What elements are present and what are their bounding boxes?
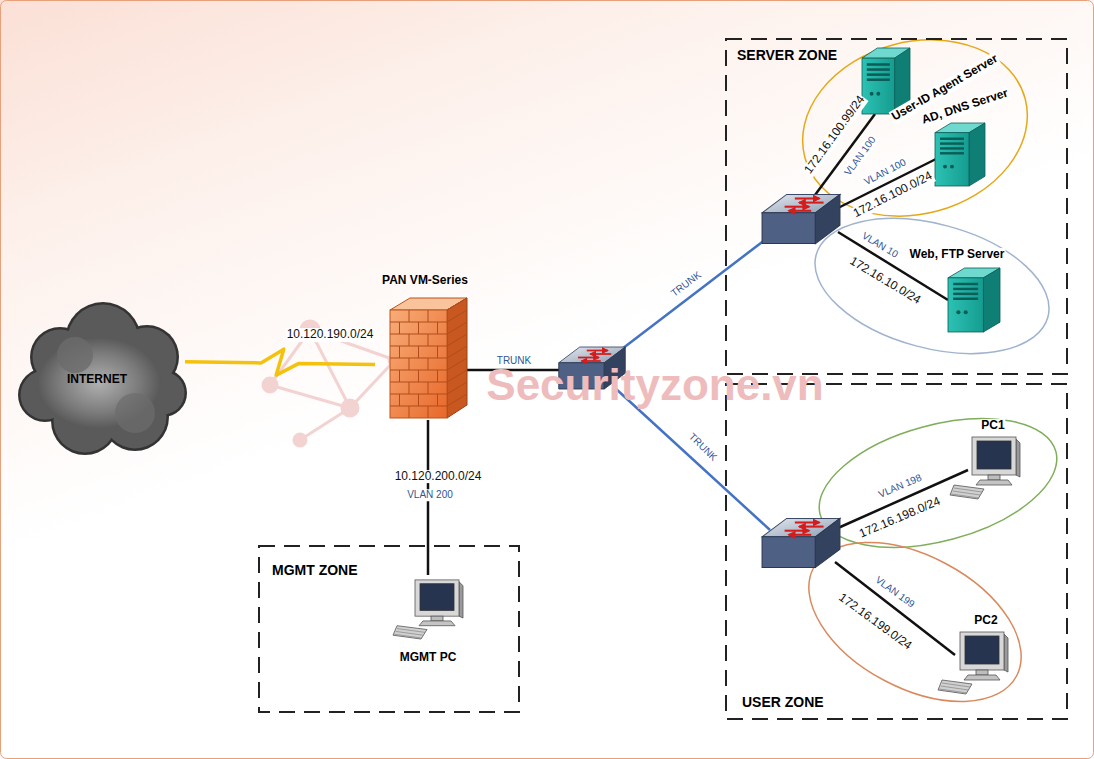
mgmt-link	[427, 420, 430, 575]
node-label: PC1	[980, 419, 1005, 433]
vlan-label: TRUNK	[686, 430, 720, 464]
zone-title: SERVER ZONE	[737, 47, 837, 63]
subnet-label: 172.16.10.0/24	[846, 254, 923, 308]
edge-label: 10.120.190.0/24	[286, 328, 375, 342]
vlan-label: VLAN 100	[841, 133, 878, 178]
pc-node: MGMT PC	[385, 575, 470, 668]
pc-icon	[938, 630, 1008, 695]
vlan-label: VLAN 100	[861, 156, 909, 188]
node-label: Web, FTP Server	[909, 248, 1006, 262]
watermark: Securityzone.vn	[486, 360, 823, 411]
vlan-label: TRUNK	[668, 268, 704, 299]
node-label: AD, DNS Server	[919, 86, 1011, 128]
srv-icon	[948, 268, 1000, 332]
zone-title: MGMT ZONE	[272, 562, 358, 578]
node-label: INTERNET	[67, 373, 127, 387]
pc-icon	[950, 435, 1020, 500]
node-label: MGMT PC	[399, 651, 458, 665]
srv-icon	[862, 48, 910, 114]
node-label: PC2	[973, 614, 998, 628]
firewall-node: PAN VM-Series	[375, 270, 475, 420]
trunk-links	[467, 236, 770, 530]
vlan-label: VLAN 10	[859, 229, 901, 261]
core-switch	[559, 347, 626, 389]
pc-node: PC2	[935, 610, 1012, 698]
cloud-icon	[15, 295, 185, 462]
server-switch	[762, 194, 840, 243]
srv-icon	[935, 123, 985, 186]
pc-node: PC1	[945, 415, 1025, 503]
subnet-label: 172.16.198.0/24	[856, 494, 943, 541]
zone-ellipses	[782, 15, 1070, 734]
subnet-label: 172.16.100.99/24	[801, 92, 868, 177]
user-switch	[762, 518, 840, 567]
server-node: User-ID Agent Server	[858, 42, 1010, 137]
node-label: PAN VM-Series	[382, 274, 468, 288]
wan-link	[185, 349, 375, 375]
server-node: Web, FTP Server	[905, 245, 1012, 337]
zone-icon	[258, 545, 520, 713]
zone-box: MGMT ZONE MGMT PC	[258, 545, 520, 713]
server-node: AD, DNS Server	[912, 83, 1014, 190]
edge-label: 10.120.200.0/24	[394, 470, 483, 484]
subnet-label: 172.16.199.0/24	[835, 590, 915, 653]
zone-box: USER ZONE PC1PC2	[725, 383, 1068, 720]
watermark-graphic	[263, 321, 401, 446]
vlan-label: VLAN 198	[876, 471, 924, 500]
zone-title: USER ZONE	[742, 694, 824, 710]
pc-icon	[393, 578, 463, 640]
node-label: User-ID Agent Server	[889, 51, 1002, 124]
zone-icon	[725, 383, 1068, 720]
internet-cloud: INTERNET	[15, 295, 185, 462]
subnet-label: 172.16.100.0/24	[850, 169, 935, 222]
zone-icon	[725, 38, 1068, 375]
vlan-label: VLAN 200	[406, 489, 454, 501]
vlan-label: VLAN 199	[872, 573, 917, 610]
fw-icon	[375, 270, 475, 420]
zone-box: SERVER ZONE User-ID Agent ServerAD, DNS S…	[725, 38, 1068, 375]
vlan-label: TRUNK	[496, 355, 532, 367]
